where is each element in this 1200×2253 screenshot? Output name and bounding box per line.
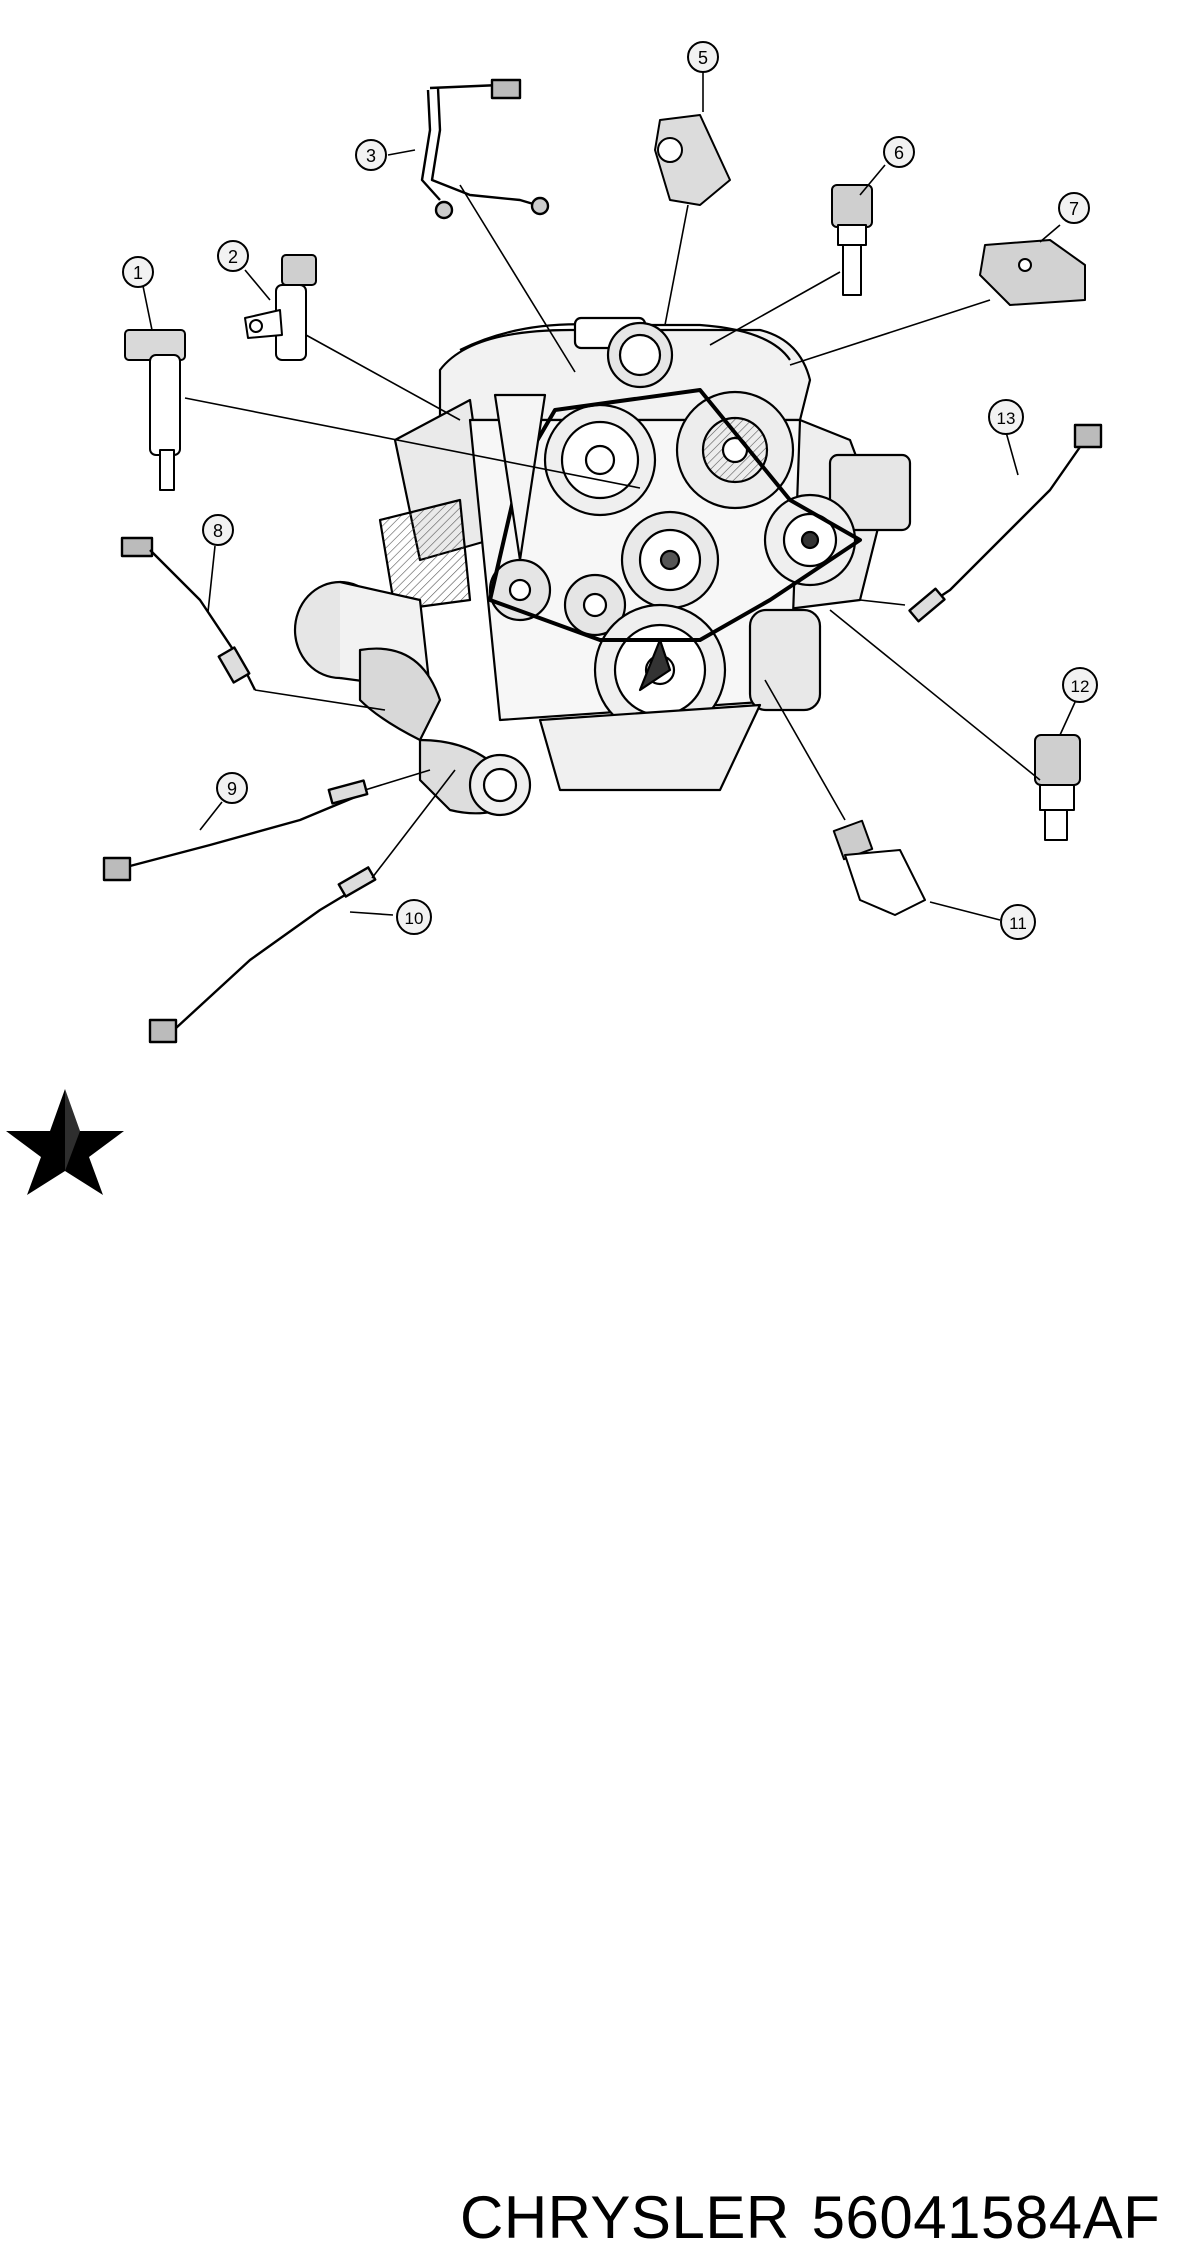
callout-label: 7	[1069, 199, 1079, 219]
part-number: 56041584AF	[811, 2184, 1161, 2251]
callout-5: 5	[687, 41, 719, 73]
callout-label: 5	[698, 48, 708, 68]
part-7-map-sensor	[979, 239, 1086, 306]
callout-9: 9	[216, 772, 248, 804]
callout-3: 3	[355, 139, 387, 171]
callout-12: 12	[1062, 667, 1098, 703]
brand-name: CHRYSLER	[460, 2184, 790, 2251]
callout-label: 12	[1071, 677, 1090, 696]
part-caption: CHRYSLER 56041584AF	[460, 2183, 1182, 2253]
callout-bubbles: 1 2 3 5 6 7 8 9 10 11 12 13	[122, 41, 1098, 940]
callout-label: 3	[366, 146, 376, 166]
callout-label: 8	[213, 521, 223, 541]
part-13-oxygen-sensor	[908, 423, 1103, 623]
leader-lines	[142, 72, 1077, 921]
callout-6: 6	[883, 136, 915, 168]
callout-13: 13	[988, 399, 1024, 435]
part-3-knock-sensor-harness	[420, 78, 550, 220]
callout-label: 6	[894, 143, 904, 163]
callout-11: 11	[1000, 904, 1036, 940]
part-11-crankshaft-sensor	[832, 819, 926, 916]
callout-label: 13	[997, 409, 1016, 428]
part-10-oxygen-sensor	[148, 866, 377, 1044]
callout-10: 10	[396, 899, 432, 935]
part-2-camshaft-sensor	[244, 254, 317, 361]
callout-2: 2	[217, 240, 249, 272]
callout-7: 7	[1058, 192, 1090, 224]
engine-assembly	[293, 316, 912, 817]
footer: CHRYSLER 56041584AF	[0, 1085, 1200, 2251]
part-6-temperature-sensor	[831, 184, 873, 296]
part-1-ignition-coil	[124, 329, 186, 491]
callout-label: 9	[227, 779, 237, 799]
callout-label: 10	[405, 909, 424, 928]
callout-label: 11	[1009, 914, 1027, 933]
part-8-oxygen-sensor	[120, 536, 257, 691]
engine-sensor-diagram: 1 2 3 5 6 7 8 9 10 11 12 13	[102, 41, 1103, 1044]
callout-8: 8	[202, 514, 234, 546]
part-9-oxygen-sensor	[102, 779, 369, 882]
chrysler-pentastar-icon	[6, 1089, 124, 1195]
sensor-parts	[102, 78, 1103, 1044]
part-12-pressure-sensor	[1034, 734, 1081, 841]
callout-label: 1	[133, 263, 143, 283]
part-5-throttle-position-sensor	[654, 114, 731, 206]
callout-1: 1	[122, 256, 154, 288]
callout-label: 2	[228, 247, 238, 267]
